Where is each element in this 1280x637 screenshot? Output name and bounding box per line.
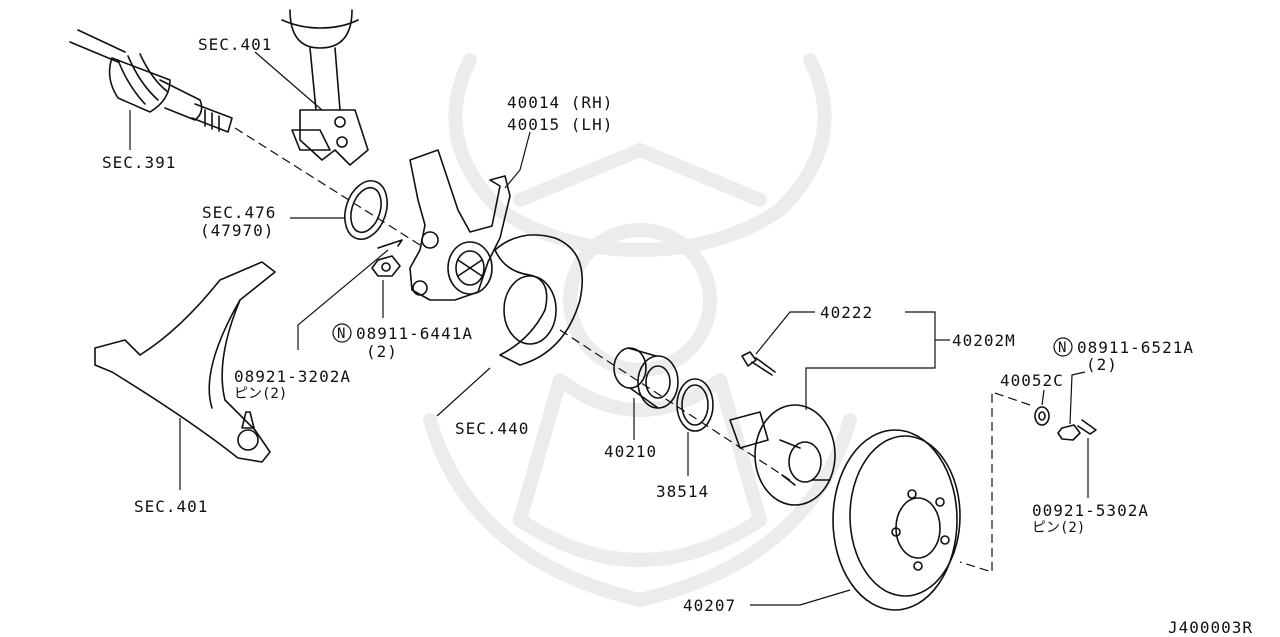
splash-shield	[494, 234, 584, 366]
label-08911-6441a: 08911-6441A	[356, 324, 473, 343]
nut-symbol-6521a	[1053, 337, 1073, 357]
label-sec-401-bottom: SEC.401	[134, 497, 208, 516]
label-sec-440: SEC.440	[455, 419, 529, 438]
wheel-hub	[729, 404, 836, 506]
label-sec-476: SEC.476	[202, 203, 276, 222]
nut-6441a	[371, 255, 401, 277]
label-40207: 40207	[683, 596, 736, 615]
nut-symbol-text-6521a: N	[1058, 340, 1066, 356]
label-40210: 40210	[604, 442, 657, 461]
disc-rotor	[832, 429, 961, 611]
label-08911-6521a: 08911-6521A	[1077, 338, 1194, 357]
label-sec-401-top: SEC.401	[198, 35, 272, 54]
axis-line-hub	[559, 329, 791, 481]
label-40202m: 40202M	[952, 331, 1016, 350]
sensor-ring	[344, 180, 388, 240]
cotter-pin-5302a	[1077, 419, 1097, 435]
bracket-dashed	[959, 391, 1031, 573]
drive-shaft	[69, 29, 421, 246]
leader-lines	[129, 51, 1089, 606]
nut-6521a	[1057, 424, 1081, 441]
label-pin-3202a: ピン(2)	[234, 386, 287, 402]
label-40222: 40222	[820, 303, 873, 322]
label-qty-6441a: (2)	[366, 342, 398, 361]
diagram-id: J400003R	[1168, 618, 1253, 637]
snap-ring	[676, 378, 714, 432]
label-00921-5302a: 00921-5302A	[1032, 501, 1149, 520]
strut-assembly	[281, 9, 369, 166]
cotter-pin-3202a	[377, 239, 403, 249]
watermark-helmet-icon	[423, 53, 857, 607]
nut-symbol-text-6441a: N	[337, 326, 345, 342]
wheel-bearing	[613, 347, 679, 409]
label-sec-391: SEC.391	[102, 153, 176, 172]
hub-bolt-40222	[741, 351, 776, 376]
steering-knuckle	[409, 149, 511, 301]
label-40014: 40014 (RH)	[507, 93, 613, 112]
label-40052c: 40052C	[1000, 371, 1064, 390]
label-47970: (47970)	[200, 221, 274, 240]
label-40015: 40015 (LH)	[507, 115, 613, 134]
washer-40052c	[1034, 406, 1050, 426]
label-08921-3202a: 08921-3202A	[234, 367, 351, 386]
lower-control-arm	[94, 261, 276, 463]
label-pin-5302a: ピン(2)	[1032, 520, 1085, 536]
label-38514: 38514	[656, 482, 709, 501]
label-qty-6521a: (2)	[1086, 355, 1118, 374]
nut-symbol-6441a	[332, 323, 352, 343]
